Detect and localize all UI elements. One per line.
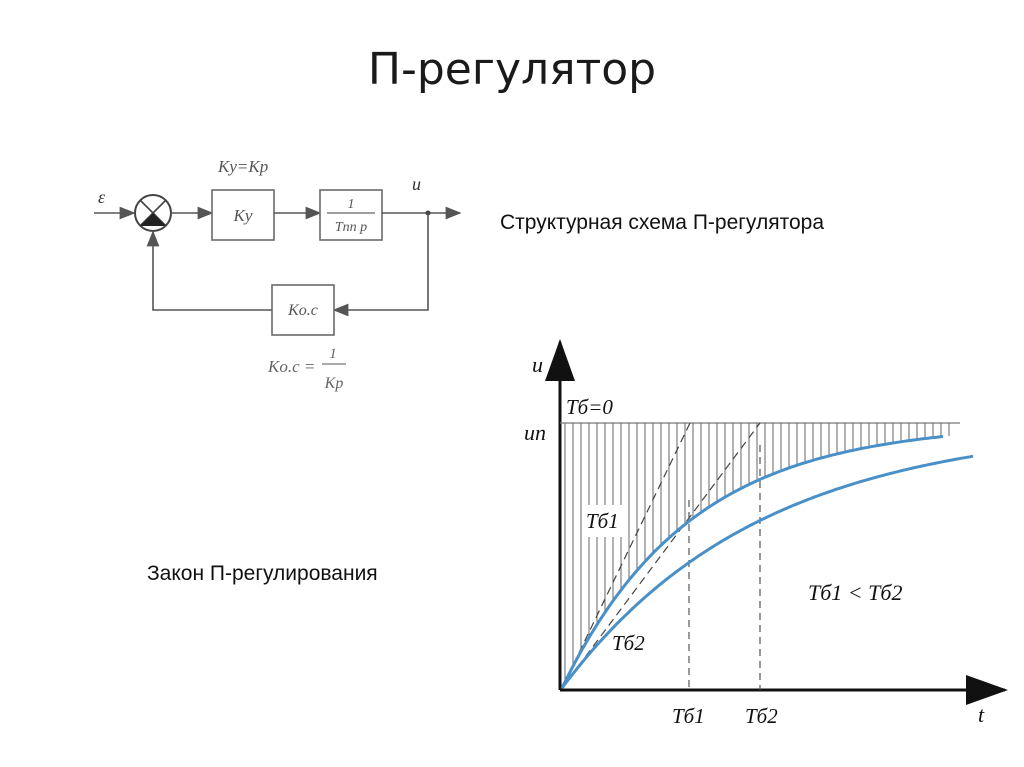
relation-label: Tб1 < Tб2 bbox=[808, 580, 902, 605]
response-curve-1 bbox=[560, 435, 944, 689]
ky-block-label: Ky bbox=[233, 206, 253, 225]
bottom-annotation-num: 1 bbox=[329, 346, 337, 362]
x-tick-label-1: Tб1 bbox=[672, 704, 705, 728]
curve1-label-bg bbox=[583, 505, 623, 537]
feedback-block bbox=[271, 284, 335, 336]
law-caption: Закон П-регулирования bbox=[147, 562, 378, 585]
block-diagram: ε Ky=Kp Ky 1 Tпп p u Kо.с Kо.с = 1 Kp bbox=[94, 157, 462, 392]
input-label: ε bbox=[98, 187, 106, 207]
plant-block bbox=[319, 189, 383, 241]
response-graph: u t uп Tб=0 Tб1 Tб2 Tб1 < Tб2 Tб1 Tб2 bbox=[524, 339, 1008, 728]
steady-state-label: uп bbox=[524, 420, 546, 445]
curve1-label: Tб1 bbox=[586, 509, 619, 533]
feedback-path-out bbox=[146, 230, 272, 311]
plant-denominator: Tпп p bbox=[335, 220, 367, 235]
error-area-hatching bbox=[564, 423, 950, 682]
curve2-label: Tб2 bbox=[612, 631, 645, 655]
x-axis-label: t bbox=[978, 702, 985, 727]
feedback-path-in bbox=[332, 213, 429, 317]
tangent-line-1 bbox=[561, 422, 691, 689]
response-curve-2 bbox=[560, 454, 974, 689]
y-axis-label: u bbox=[532, 352, 543, 377]
slide-title: П-регулятор bbox=[367, 44, 657, 95]
summing-junction bbox=[134, 194, 172, 232]
bottom-annotation-den: Kp bbox=[324, 375, 344, 392]
top-annotation: Ky=Kp bbox=[217, 157, 268, 176]
ky-block bbox=[211, 189, 275, 241]
plant-numerator: 1 bbox=[348, 197, 355, 212]
tangent-line-2 bbox=[561, 422, 761, 689]
output-label: u bbox=[412, 174, 421, 194]
x-tick-label-2: Tб2 bbox=[745, 704, 778, 728]
zero-time-constant-label: Tб=0 bbox=[566, 395, 613, 419]
bottom-annotation-left: Kо.с = bbox=[267, 357, 315, 376]
feedback-block-label: Kо.с bbox=[287, 302, 318, 319]
scheme-caption: Структурная схема П-регулятора bbox=[500, 211, 825, 234]
